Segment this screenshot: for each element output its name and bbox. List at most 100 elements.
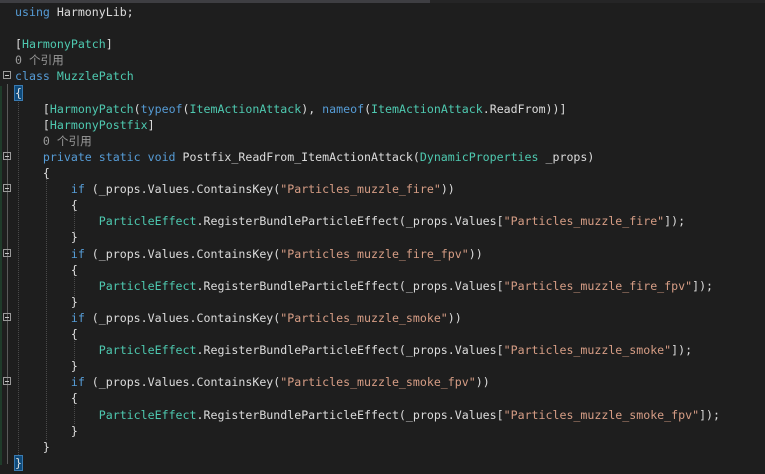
- code-token: if: [70, 182, 85, 197]
- code-line[interactable]: 0 个引用: [0, 133, 765, 149]
- code-line[interactable]: }: [0, 423, 765, 439]
- code-line[interactable]: [HarmonyPostfix]: [0, 117, 765, 133]
- code-text: {: [15, 197, 78, 213]
- code-token: )): [468, 246, 483, 261]
- code-line[interactable]: ParticleEffect.RegisterBundleParticleEff…: [0, 407, 765, 423]
- code-token: ParticleEffect: [98, 214, 197, 229]
- code-line[interactable]: {: [0, 197, 765, 213]
- code-text: }: [15, 439, 50, 455]
- code-line[interactable]: {: [0, 262, 765, 278]
- code-token: [: [15, 101, 50, 116]
- code-token: [15, 214, 99, 228]
- code-token: )): [475, 375, 490, 390]
- code-token: }: [15, 423, 78, 438]
- code-line[interactable]: private static void Postfix_ReadFrom_Ite…: [0, 149, 765, 165]
- code-token: HarmonyPatch: [21, 37, 106, 52]
- code-token: Postfix_ReadFrom_ItemActionAttack(: [175, 149, 420, 164]
- code-token: ),: [301, 101, 323, 116]
- collapse-icon[interactable]: [3, 151, 11, 160]
- collapse-icon[interactable]: [3, 71, 11, 80]
- code-token: ]);: [664, 214, 686, 229]
- code-line[interactable]: }: [0, 454, 765, 471]
- code-line[interactable]: {: [0, 390, 765, 406]
- code-token: }: [15, 439, 50, 454]
- code-text: class MuzzlePatch: [15, 68, 134, 84]
- code-text: using HarmonyLib;: [15, 4, 134, 20]
- code-text: ParticleEffect.RegisterBundleParticleEff…: [15, 213, 685, 229]
- code-token: (: [133, 101, 141, 116]
- code-token: private static void: [42, 149, 176, 164]
- code-line[interactable]: {: [0, 165, 765, 181]
- code-token: {: [15, 166, 50, 180]
- code-token: ItemActionAttack: [371, 101, 483, 116]
- code-token: "Particles_muzzle_fire_fpv": [280, 246, 469, 261]
- code-token: [15, 343, 99, 357]
- code-token: MuzzlePatch: [56, 69, 134, 84]
- code-token: (_props.Values.ContainsKey(: [84, 310, 281, 325]
- code-line[interactable]: [HarmonyPatch]: [0, 36, 765, 52]
- code-text: ParticleEffect.RegisterBundleParticleEff…: [15, 407, 720, 423]
- code-token: if: [70, 246, 85, 261]
- code-token: .ReadFrom))]: [482, 101, 567, 116]
- code-line[interactable]: if (_props.Values.ContainsKey("Particles…: [0, 374, 765, 390]
- collapse-icon[interactable]: [3, 377, 11, 386]
- collapse-icon[interactable]: [3, 248, 11, 257]
- code-token: }: [15, 294, 78, 309]
- code-line[interactable]: }: [0, 229, 765, 245]
- code-line[interactable]: [0, 20, 765, 36]
- code-text: if (_props.Values.ContainsKey("Particles…: [15, 310, 462, 326]
- code-token: HarmonyPatch: [49, 101, 134, 116]
- horizontal-scrollbar[interactable]: [0, 0, 765, 3]
- code-line[interactable]: if (_props.Values.ContainsKey("Particles…: [0, 181, 765, 197]
- code-line[interactable]: ParticleEffect.RegisterBundleParticleEff…: [0, 278, 765, 294]
- code-line[interactable]: }: [0, 294, 765, 310]
- code-token: )): [440, 182, 455, 197]
- code-token: ParticleEffect: [98, 407, 197, 422]
- collapse-icon[interactable]: [3, 184, 11, 193]
- code-line[interactable]: class MuzzlePatch: [0, 68, 765, 84]
- code-token: ]: [147, 117, 155, 132]
- indent-guide: [18, 100, 19, 455]
- code-token: ]: [105, 37, 113, 52]
- code-line[interactable]: if (_props.Values.ContainsKey("Particles…: [0, 246, 765, 262]
- code-text: if (_props.Values.ContainsKey("Particles…: [15, 181, 455, 197]
- code-line[interactable]: 0 个引用: [0, 52, 765, 68]
- code-line[interactable]: [HarmonyPatch(typeof(ItemActionAttack), …: [0, 101, 765, 117]
- code-token: nameof: [322, 101, 365, 116]
- indent-guide: [46, 178, 47, 440]
- code-token: "Particles_muzzle_smoke_fpv": [503, 407, 700, 422]
- code-text: {: [14, 84, 23, 101]
- code-line[interactable]: {: [0, 84, 765, 101]
- code-text: {: [15, 262, 78, 278]
- code-token: class: [15, 69, 50, 84]
- code-text: [HarmonyPatch]: [15, 36, 113, 52]
- code-line[interactable]: {: [0, 326, 765, 342]
- code-token: }: [15, 359, 78, 374]
- code-line[interactable]: if (_props.Values.ContainsKey("Particles…: [0, 310, 765, 326]
- code-token: {: [15, 198, 78, 213]
- scrollbar-thumb[interactable]: [0, 0, 430, 3]
- code-line[interactable]: }: [0, 439, 765, 455]
- code-text: }: [15, 229, 78, 245]
- code-text: {: [15, 326, 78, 342]
- collapse-icon[interactable]: [3, 312, 11, 321]
- code-line[interactable]: }: [0, 358, 765, 374]
- code-line[interactable]: ParticleEffect.RegisterBundleParticleEff…: [0, 213, 765, 229]
- code-line[interactable]: ParticleEffect.RegisterBundleParticleEff…: [0, 342, 765, 358]
- code-token: [15, 182, 71, 196]
- code-token: using: [15, 5, 50, 19]
- code-token: (_props.Values.ContainsKey(: [84, 246, 281, 261]
- code-text: ParticleEffect.RegisterBundleParticleEff…: [15, 342, 692, 358]
- indent-guide: [74, 338, 75, 360]
- code-token: ]);: [699, 407, 721, 422]
- code-token: (: [182, 101, 190, 116]
- code-token: {: [15, 391, 78, 406]
- code-token: "Particles_muzzle_smoke": [503, 343, 672, 358]
- code-token: [15, 279, 99, 293]
- code-token: [15, 150, 43, 164]
- code-text: [HarmonyPostfix]: [15, 117, 155, 133]
- code-token: (: [364, 101, 372, 116]
- code-line[interactable]: using HarmonyLib;: [0, 4, 765, 20]
- code-token: {: [15, 327, 78, 341]
